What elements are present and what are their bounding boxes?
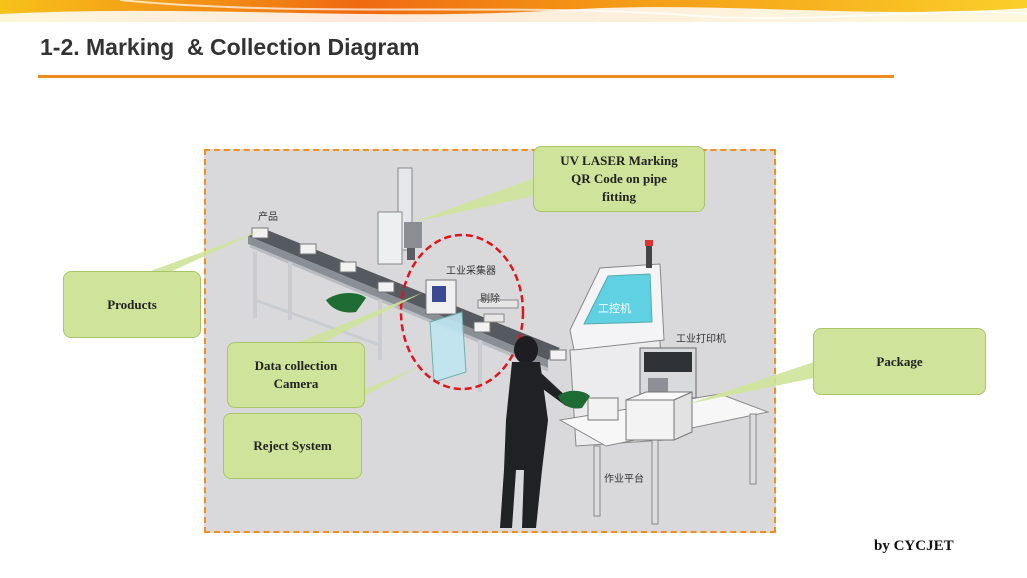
highlight-ellipse bbox=[399, 233, 525, 391]
product-stack bbox=[587, 397, 619, 421]
header-wave-graphic bbox=[0, 0, 1027, 22]
reject-tray-right bbox=[558, 390, 590, 409]
callout-products: Products bbox=[63, 271, 201, 338]
camera-station bbox=[425, 279, 519, 383]
page-title: 1-2. Marking & Collection Diagram bbox=[40, 34, 420, 60]
uv-laser-tower bbox=[377, 167, 422, 265]
label-reject-cn: 剔除 bbox=[480, 294, 500, 305]
label-ipc-cn: 工控机 bbox=[598, 302, 631, 315]
industrial-computer bbox=[569, 240, 665, 447]
reject-tray-left bbox=[326, 293, 366, 313]
product-boxes bbox=[251, 227, 611, 387]
label-workbench-cn: 作业平台 bbox=[604, 474, 644, 485]
operator-figure bbox=[500, 336, 570, 528]
footer-credit: by CYCJET bbox=[874, 538, 954, 554]
package-box bbox=[625, 391, 693, 441]
label-printer bbox=[639, 347, 697, 399]
label-collector-cn: 工业采集器 bbox=[446, 266, 496, 277]
title-underline bbox=[38, 75, 894, 78]
callout-reject-system: Reject System bbox=[223, 413, 362, 479]
label-product-cn: 产品 bbox=[258, 212, 278, 223]
callout-uv-laser-marking: UV LASER Marking QR Code on pipe fitting bbox=[533, 146, 705, 212]
header-decoration bbox=[0, 0, 1027, 22]
callout-package: Package bbox=[813, 328, 986, 395]
label-printer-cn: 工业打印机 bbox=[676, 334, 726, 345]
callout-data-collection-camera: Data collection Camera bbox=[227, 342, 365, 408]
